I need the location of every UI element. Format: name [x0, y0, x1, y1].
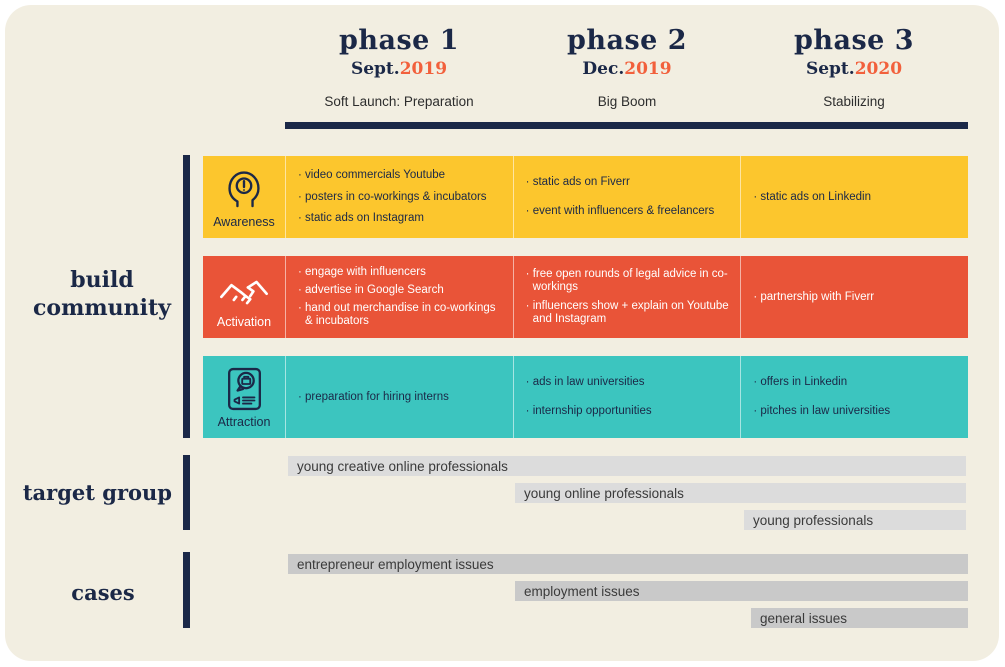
cases-bar-phase3: general issues: [751, 608, 968, 628]
phase-3-subtitle: Stabilizing: [823, 94, 885, 109]
phase-3-header: phase 3 Sept.2020 Stabilizing: [740, 25, 968, 110]
phase-3-title: phase 3: [793, 25, 915, 56]
attraction-phase3-cell: · offers in Linkedin · pitches in law un…: [740, 356, 968, 438]
phase-2-date-month: Dec.: [582, 59, 625, 79]
activity-item: · static ads on Instagram: [298, 211, 424, 224]
attraction-phase2-cell: · ads in law universities · internship o…: [512, 356, 741, 438]
phase-3-date-month: Sept.: [805, 59, 855, 79]
activity-item: · video commercials Youtube: [298, 169, 446, 182]
awareness-row: Awareness · video commercials Youtube · …: [203, 156, 968, 238]
activation-row: Activation · engage with influencers · a…: [203, 256, 968, 338]
awareness-label: Awareness: [213, 215, 275, 229]
awareness-icon-cell: Awareness: [203, 156, 285, 238]
phase-1-title: phase 1: [338, 25, 460, 56]
cases-bar-phase2: employment issues: [515, 581, 968, 601]
phase-2-title: phase 2: [566, 25, 688, 56]
phase-2-subtitle: Big Boom: [597, 94, 657, 109]
activity-item: · free open rounds of legal advice in co…: [525, 267, 728, 293]
activity-item: · pitches in law universities: [753, 404, 891, 417]
activation-label: Activation: [216, 315, 272, 329]
activity-item: · event with influencers & freelancers: [525, 204, 715, 217]
activity-item: · static ads on Fiverr: [525, 176, 630, 189]
activity-item: · influencers show + explain on Youtube …: [525, 300, 729, 326]
activation-phase1-cell: · engage with influencers · advertise in…: [285, 256, 513, 338]
phase-3-date: Sept.2020: [740, 59, 968, 79]
activity-item: · advertise in Google Search: [298, 284, 444, 296]
activity-item: · partnership with Fiverr: [753, 290, 875, 303]
section-label-cases: cases: [71, 580, 135, 605]
phase-1-date-month: Sept.: [350, 59, 400, 79]
build-community-rule: [183, 155, 190, 438]
phase-3-date-year: 2020: [854, 59, 903, 79]
attraction-row: Attraction · preparation for hiring inte…: [203, 356, 968, 438]
attraction-phase1-cell: · preparation for hiring interns: [285, 356, 513, 438]
cases-bar-phase1: entrepreneur employment issues: [288, 554, 968, 574]
activity-item: · hand out merchandise in co-workings & …: [298, 302, 496, 327]
phase-2-date: Dec.2019: [513, 59, 741, 79]
activity-item: · internship opportunities: [525, 404, 652, 417]
awareness-phase3-cell: · static ads on Linkedin: [740, 156, 968, 238]
target-group-bar-phase2: young online professionals: [515, 483, 966, 503]
handshake-icon: [219, 277, 269, 312]
activity-item: · ads in law universities: [525, 376, 645, 389]
target-group-bar-phase1: young creative online professionals: [288, 456, 966, 476]
attraction-label: Attraction: [217, 415, 271, 429]
activity-item: · preparation for hiring interns: [298, 390, 449, 403]
phase-2-header: phase 2 Dec.2019 Big Boom: [513, 25, 741, 110]
job-posting-icon: [226, 366, 263, 412]
head-exclamation-icon: [223, 166, 265, 212]
activity-item: · offers in Linkedin: [753, 376, 848, 389]
section-label-target-group: target group: [22, 480, 172, 505]
activity-item: · static ads on Linkedin: [753, 190, 871, 203]
phase-2-date-year: 2019: [624, 59, 672, 79]
activation-phase2-cell: · free open rounds of legal advice in co…: [512, 256, 741, 338]
awareness-phase1-cell: · video commercials Youtube · posters in…: [285, 156, 513, 238]
activity-item: · engage with influencers: [298, 266, 426, 278]
activity-item: · posters in co-workings & incubators: [298, 190, 487, 203]
cases-rule: [183, 552, 190, 628]
phase-1-header: phase 1 Sept.2019 Soft Launch: Preparati…: [285, 25, 513, 110]
timeline-bar: [285, 122, 968, 129]
activation-icon-cell: Activation: [203, 256, 285, 338]
phase-1-date: Sept.2019: [285, 59, 513, 79]
target-group-bar-phase3: young professionals: [744, 510, 966, 530]
activation-phase3-cell: · partnership with Fiverr: [740, 256, 968, 338]
target-group-rule: [183, 455, 190, 530]
awareness-phase2-cell: · static ads on Fiverr · event with infl…: [512, 156, 741, 238]
attraction-icon-cell: Attraction: [203, 356, 285, 438]
phase-1-date-year: 2019: [399, 59, 448, 79]
phase-1-subtitle: Soft Launch: Preparation: [324, 94, 474, 109]
section-label-build-community: build community: [33, 267, 171, 321]
